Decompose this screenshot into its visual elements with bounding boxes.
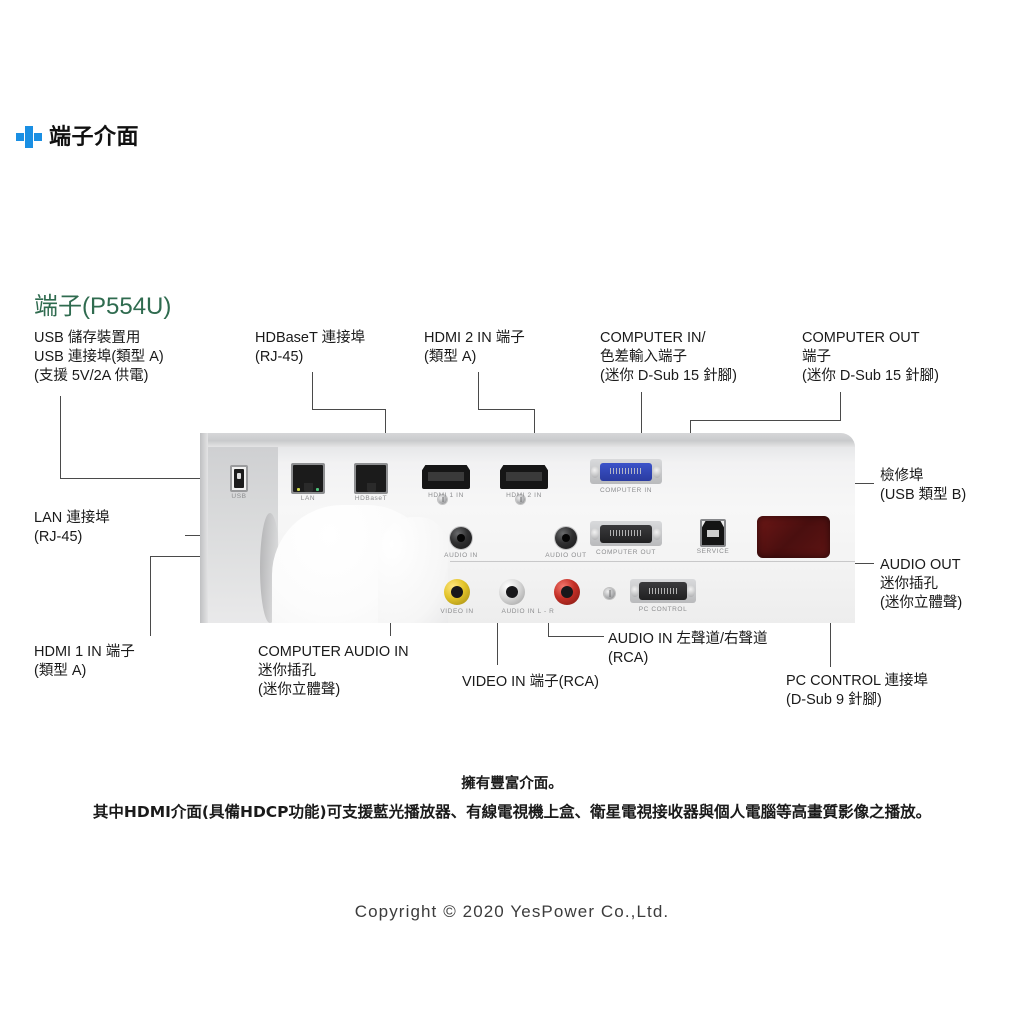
port-audio-in-right-rca: AUDIO IN L - R bbox=[502, 579, 580, 615]
port-lan-rj45: LAN bbox=[291, 463, 325, 502]
leader-audio-in-lr-horizontal bbox=[548, 636, 604, 637]
screw-hdmi2 bbox=[516, 495, 525, 504]
callout-service: 檢修埠 (USB 類型 B) bbox=[880, 468, 967, 503]
panel-top-bezel bbox=[200, 433, 855, 447]
leader-hdbaset-horizontal bbox=[312, 409, 386, 410]
callout-computer-audio-in: COMPUTER AUDIO IN 迷你插孔 (迷你立體聲) bbox=[258, 644, 409, 698]
callout-usb-storage: USB 儲存裝置用 USB 連接埠(類型 A) (支援 5V/2A 供電) bbox=[34, 330, 164, 384]
description-line-1: 擁有豐富介面。 bbox=[461, 776, 563, 792]
leader-usb-horizontal bbox=[60, 478, 236, 479]
leader-pc-control-vertical bbox=[830, 582, 831, 667]
screw-panel-lower bbox=[604, 588, 615, 599]
leader-computer-in-vertical bbox=[641, 392, 642, 468]
callout-hdbaset: HDBaseT 連接埠 (RJ-45) bbox=[255, 330, 366, 365]
callout-lan: LAN 連接埠 (RJ-45) bbox=[34, 510, 110, 545]
port-computer-out: COMPUTER OUT bbox=[590, 521, 662, 556]
section-title: 端子(P554U) bbox=[34, 293, 172, 320]
leader-computer-out-vertical-1 bbox=[840, 392, 841, 421]
port-hdbaset-rj45: HDBaseT bbox=[354, 463, 388, 502]
page-title: 端子介面 bbox=[49, 124, 140, 149]
leader-video-in-vertical bbox=[497, 600, 498, 665]
callout-hdmi1-in: HDMI 1 IN 端子 (類型 A) bbox=[34, 644, 135, 679]
description-line-2: 其中HDMI介面(具備HDCP功能)可支援藍光播放器、有線電視機上盒、衛星電視接… bbox=[92, 803, 932, 821]
leader-hdmi1-vertical-2 bbox=[150, 556, 151, 636]
port-hdmi-2-in: HDMI 2 IN bbox=[500, 465, 548, 499]
ir-receiver-window bbox=[757, 516, 830, 558]
port-audio-in-left-rca bbox=[499, 579, 525, 605]
port-usb-a: USB bbox=[230, 465, 248, 500]
copyright-text: Copyright © 2020 YesPower Co.,Ltd. bbox=[354, 902, 670, 921]
leader-hdmi2-horizontal bbox=[478, 409, 535, 410]
callout-hdmi2-in: HDMI 2 IN 端子 (類型 A) bbox=[424, 330, 525, 365]
port-video-in-rca: VIDEO IN bbox=[440, 579, 473, 615]
pinwheel-icon bbox=[16, 126, 42, 148]
port-hdmi-1-in: HDMI 1 IN bbox=[422, 465, 470, 499]
panel-seam-line bbox=[450, 561, 855, 562]
leader-hdmi2-vertical-1 bbox=[478, 372, 479, 410]
callout-video-in: VIDEO IN 端子(RCA) bbox=[462, 674, 599, 690]
port-service-usb-b: SERVICE bbox=[697, 519, 729, 555]
leader-hdbaset-vertical-1 bbox=[312, 372, 313, 410]
projector-rear-panel-image: USB LAN HDBaseT HDMI 1 IN HDMI 2 IN COMP… bbox=[200, 433, 855, 623]
page-header: 端子介面 bbox=[16, 126, 139, 148]
callout-audio-in-lr: AUDIO IN 左聲道/右聲道 (RCA) bbox=[608, 631, 768, 666]
leader-computer-out-horizontal bbox=[690, 420, 841, 421]
port-pc-control: PC CONTROL bbox=[630, 579, 696, 613]
screw-hdmi1 bbox=[438, 495, 447, 504]
callout-pc-control: PC CONTROL 連接埠 (D-Sub 9 針腳) bbox=[786, 673, 929, 708]
panel-lens-bulge-secondary bbox=[378, 517, 448, 623]
port-audio-out-jack: AUDIO OUT bbox=[545, 527, 586, 559]
port-computer-in: COMPUTER IN bbox=[590, 459, 662, 494]
port-audio-in-jack: AUDIO IN bbox=[444, 527, 477, 559]
callout-computer-in: COMPUTER IN/ 色差輸入端子 (迷你 D-Sub 15 針腳) bbox=[600, 330, 737, 384]
callout-computer-out: COMPUTER OUT 端子 (迷你 D-Sub 15 針腳) bbox=[802, 330, 939, 384]
panel-left-edge bbox=[200, 433, 208, 623]
callout-audio-out: AUDIO OUT 迷你插孔 (迷你立體聲) bbox=[880, 557, 963, 611]
leader-usb-vertical bbox=[60, 396, 61, 479]
